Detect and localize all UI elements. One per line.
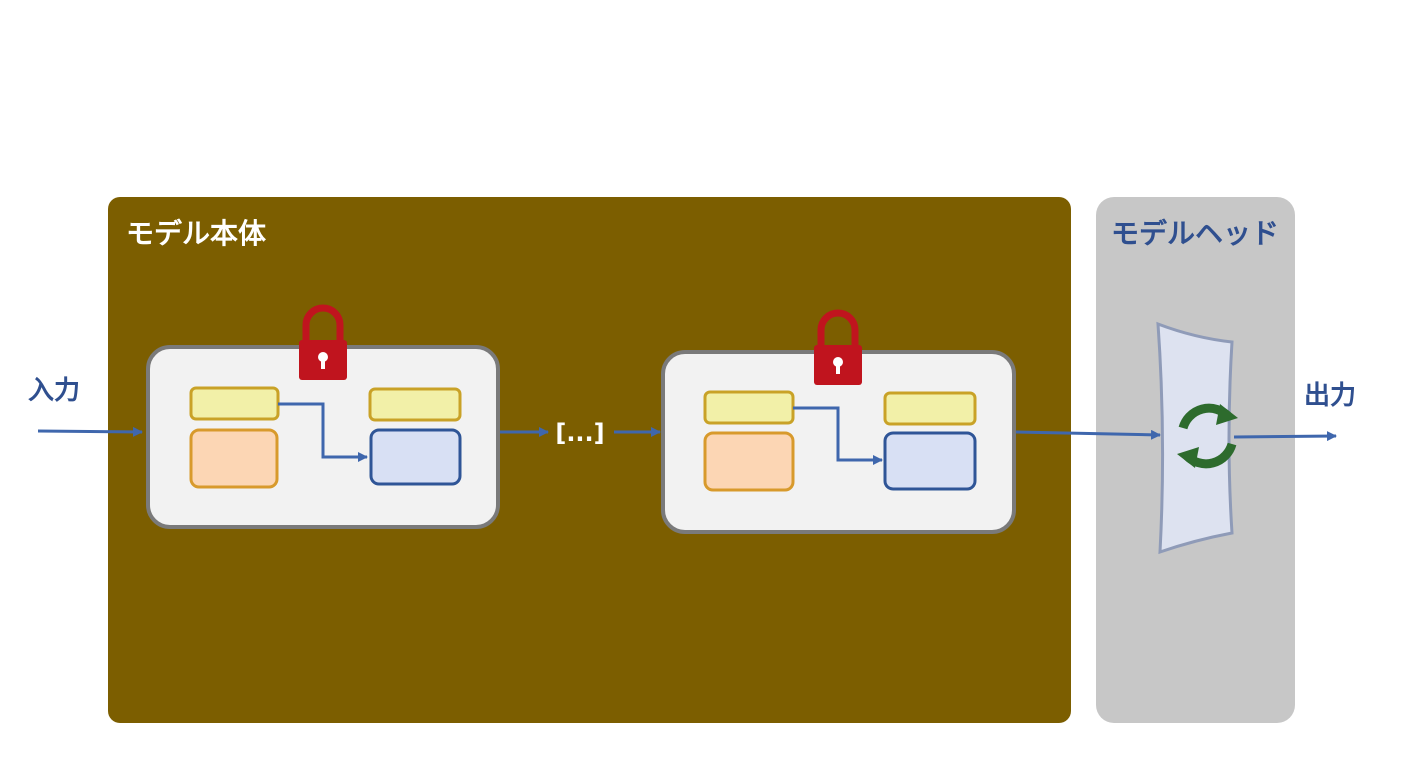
- block-2-yellow-left: [703, 390, 795, 425]
- block-2-blue: [883, 431, 977, 491]
- input-arrow: [37, 426, 143, 437]
- block-2-connector-arrow: [793, 406, 883, 465]
- refresh-cycle-icon: [1177, 403, 1238, 469]
- ellipsis-label: [...]: [555, 419, 604, 447]
- block-2-yellow-right: [883, 391, 977, 426]
- block-1-yellow-right: [368, 387, 462, 422]
- block-2-out-arrow: [1015, 429, 1161, 440]
- block-1-yellow-left: [189, 386, 280, 421]
- block-1-blue: [369, 428, 462, 486]
- output-arrow: [1233, 431, 1337, 442]
- model-head-title: モデルヘッド: [1111, 217, 1279, 250]
- frozen-block-1: [146, 345, 500, 529]
- block-1-connector-arrow: [278, 402, 368, 462]
- frozen-block-2: [661, 350, 1016, 534]
- input-label: 入力: [28, 376, 80, 406]
- block-2-orange: [703, 431, 795, 492]
- padlock-icon: [814, 309, 862, 385]
- output-label: 出力: [1304, 381, 1356, 411]
- model-body-title: モデル本体: [126, 217, 267, 250]
- model-body-panel: [108, 197, 1071, 723]
- padlock-icon: [299, 304, 347, 380]
- block-1-orange: [189, 428, 279, 489]
- head-layer-shape: [1156, 321, 1234, 555]
